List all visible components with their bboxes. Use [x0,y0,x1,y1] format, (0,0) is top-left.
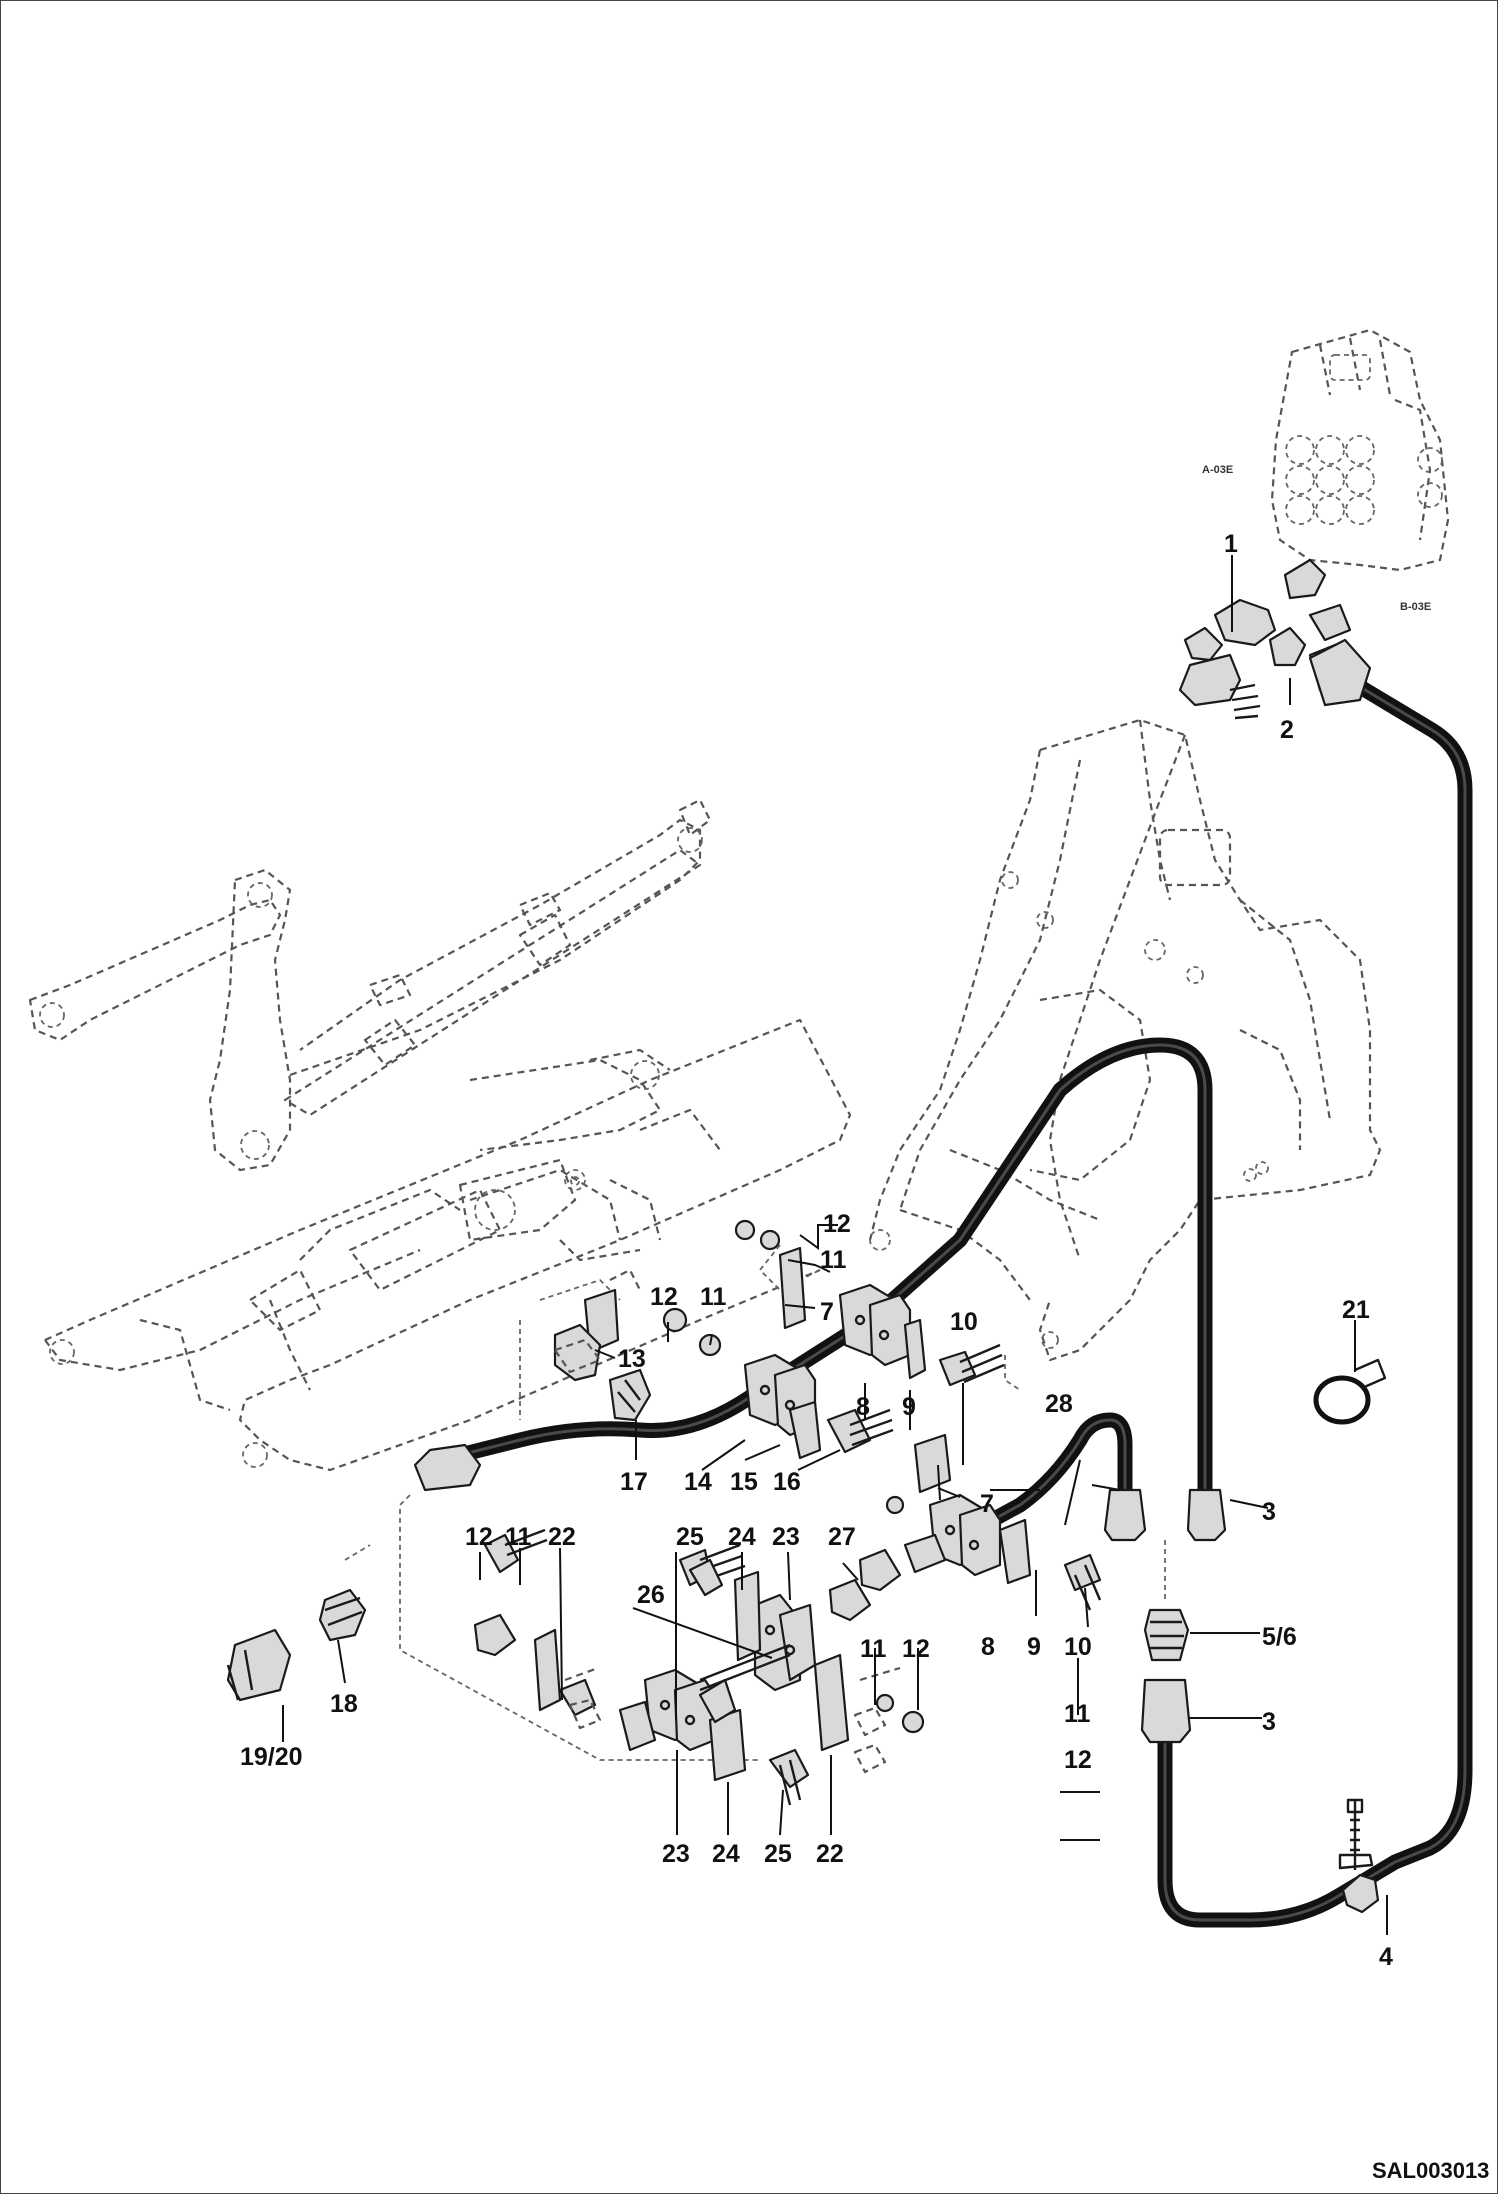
enclosure-line-right [1004,1355,1021,1391]
callout-4: 4 [1379,1943,1393,1971]
callout-5-6: 5/6 [1262,1623,1297,1651]
callout-12-upper-right: 12 [823,1210,851,1238]
callout-12-stacked: 12 [1064,1746,1092,1774]
callout-9-lower: 9 [1027,1633,1041,1661]
callout-3-lower: 3 [1262,1708,1276,1736]
callout-19-20: 19/20 [240,1743,303,1771]
hose-end-fittings [413,638,1372,1744]
callout-23-lower: 23 [662,1840,690,1868]
clamp-ring [1313,1358,1387,1425]
callout-11-lower-left: 11 [505,1523,532,1551]
control-valve-block: A-03E B-03E [1202,328,1450,613]
callout-11-upper-left: 11 [700,1283,727,1311]
callout-26: 26 [637,1581,665,1609]
boom-arm [28,818,703,1172]
lower-boom-frame [44,1018,852,1472]
callout-12-lower-left: 12 [465,1523,493,1551]
callout-21: 21 [1342,1296,1370,1324]
callout-14: 14 [684,1468,712,1496]
callout-22-lower: 22 [816,1840,844,1868]
callout-22-upper: 22 [548,1523,576,1551]
callout-11-upper-right: 11 [820,1246,847,1274]
callout-12-lower-right: 12 [902,1635,930,1663]
callout-25-lower: 25 [764,1840,792,1868]
callout-24-upper: 24 [728,1523,756,1551]
hydraulic-cylinder [283,798,712,1117]
callout-10-upper: 10 [950,1308,978,1336]
callout-11-stacked: 11 [1064,1700,1091,1728]
callout-3-upper: 3 [1262,1498,1276,1526]
callout-7-lower: 7 [980,1490,994,1518]
callout-11-lower-right: 11 [860,1635,887,1663]
callout-1: 1 [1224,530,1238,558]
loader-frame [868,718,1382,1362]
callout-18: 18 [330,1690,358,1718]
clamp-assembly-upper [553,1219,1005,1460]
leader-lines [282,555,1388,1935]
callout-9-upper: 9 [902,1393,916,1421]
clamp-assembly-lower [473,1433,1102,1806]
hose-short-28 [957,1412,1133,1543]
enclosure-line-left [399,1494,760,1761]
fitting-axis-line-2 [344,1544,371,1561]
hose-main-long [1157,674,1473,1928]
callout-27: 27 [828,1523,856,1551]
callout-17: 17 [620,1468,648,1496]
hose-clamp [1338,1798,1380,1914]
callout-23-upper: 23 [772,1523,800,1551]
callout-8-upper: 8 [856,1393,870,1421]
adapter-fittings [226,1588,367,1702]
callout-13: 13 [618,1345,646,1373]
callout-8-lower: 8 [981,1633,995,1661]
callout-15: 15 [730,1468,758,1496]
callout-28: 28 [1045,1390,1073,1418]
callout-16: 16 [773,1468,801,1496]
callout-25-upper: 25 [676,1523,704,1551]
valve-port-b-label: B-03E [1400,601,1431,613]
callout-12-upper-left: 12 [650,1283,678,1311]
callout-10-lower: 10 [1064,1633,1092,1661]
callout-2: 2 [1280,716,1294,744]
callout-7-upper: 7 [820,1298,834,1326]
valve-adapter [1308,603,1352,642]
callout-24-lower: 24 [712,1840,740,1868]
callout-labels: 1 2 3 3 4 5/6 7 7 8 8 9 9 10 10 11 11 11… [240,530,1393,1971]
valve-port-a-label: A-03E [1202,464,1233,476]
drawing-code: SAL003013 [1372,2158,1489,2183]
